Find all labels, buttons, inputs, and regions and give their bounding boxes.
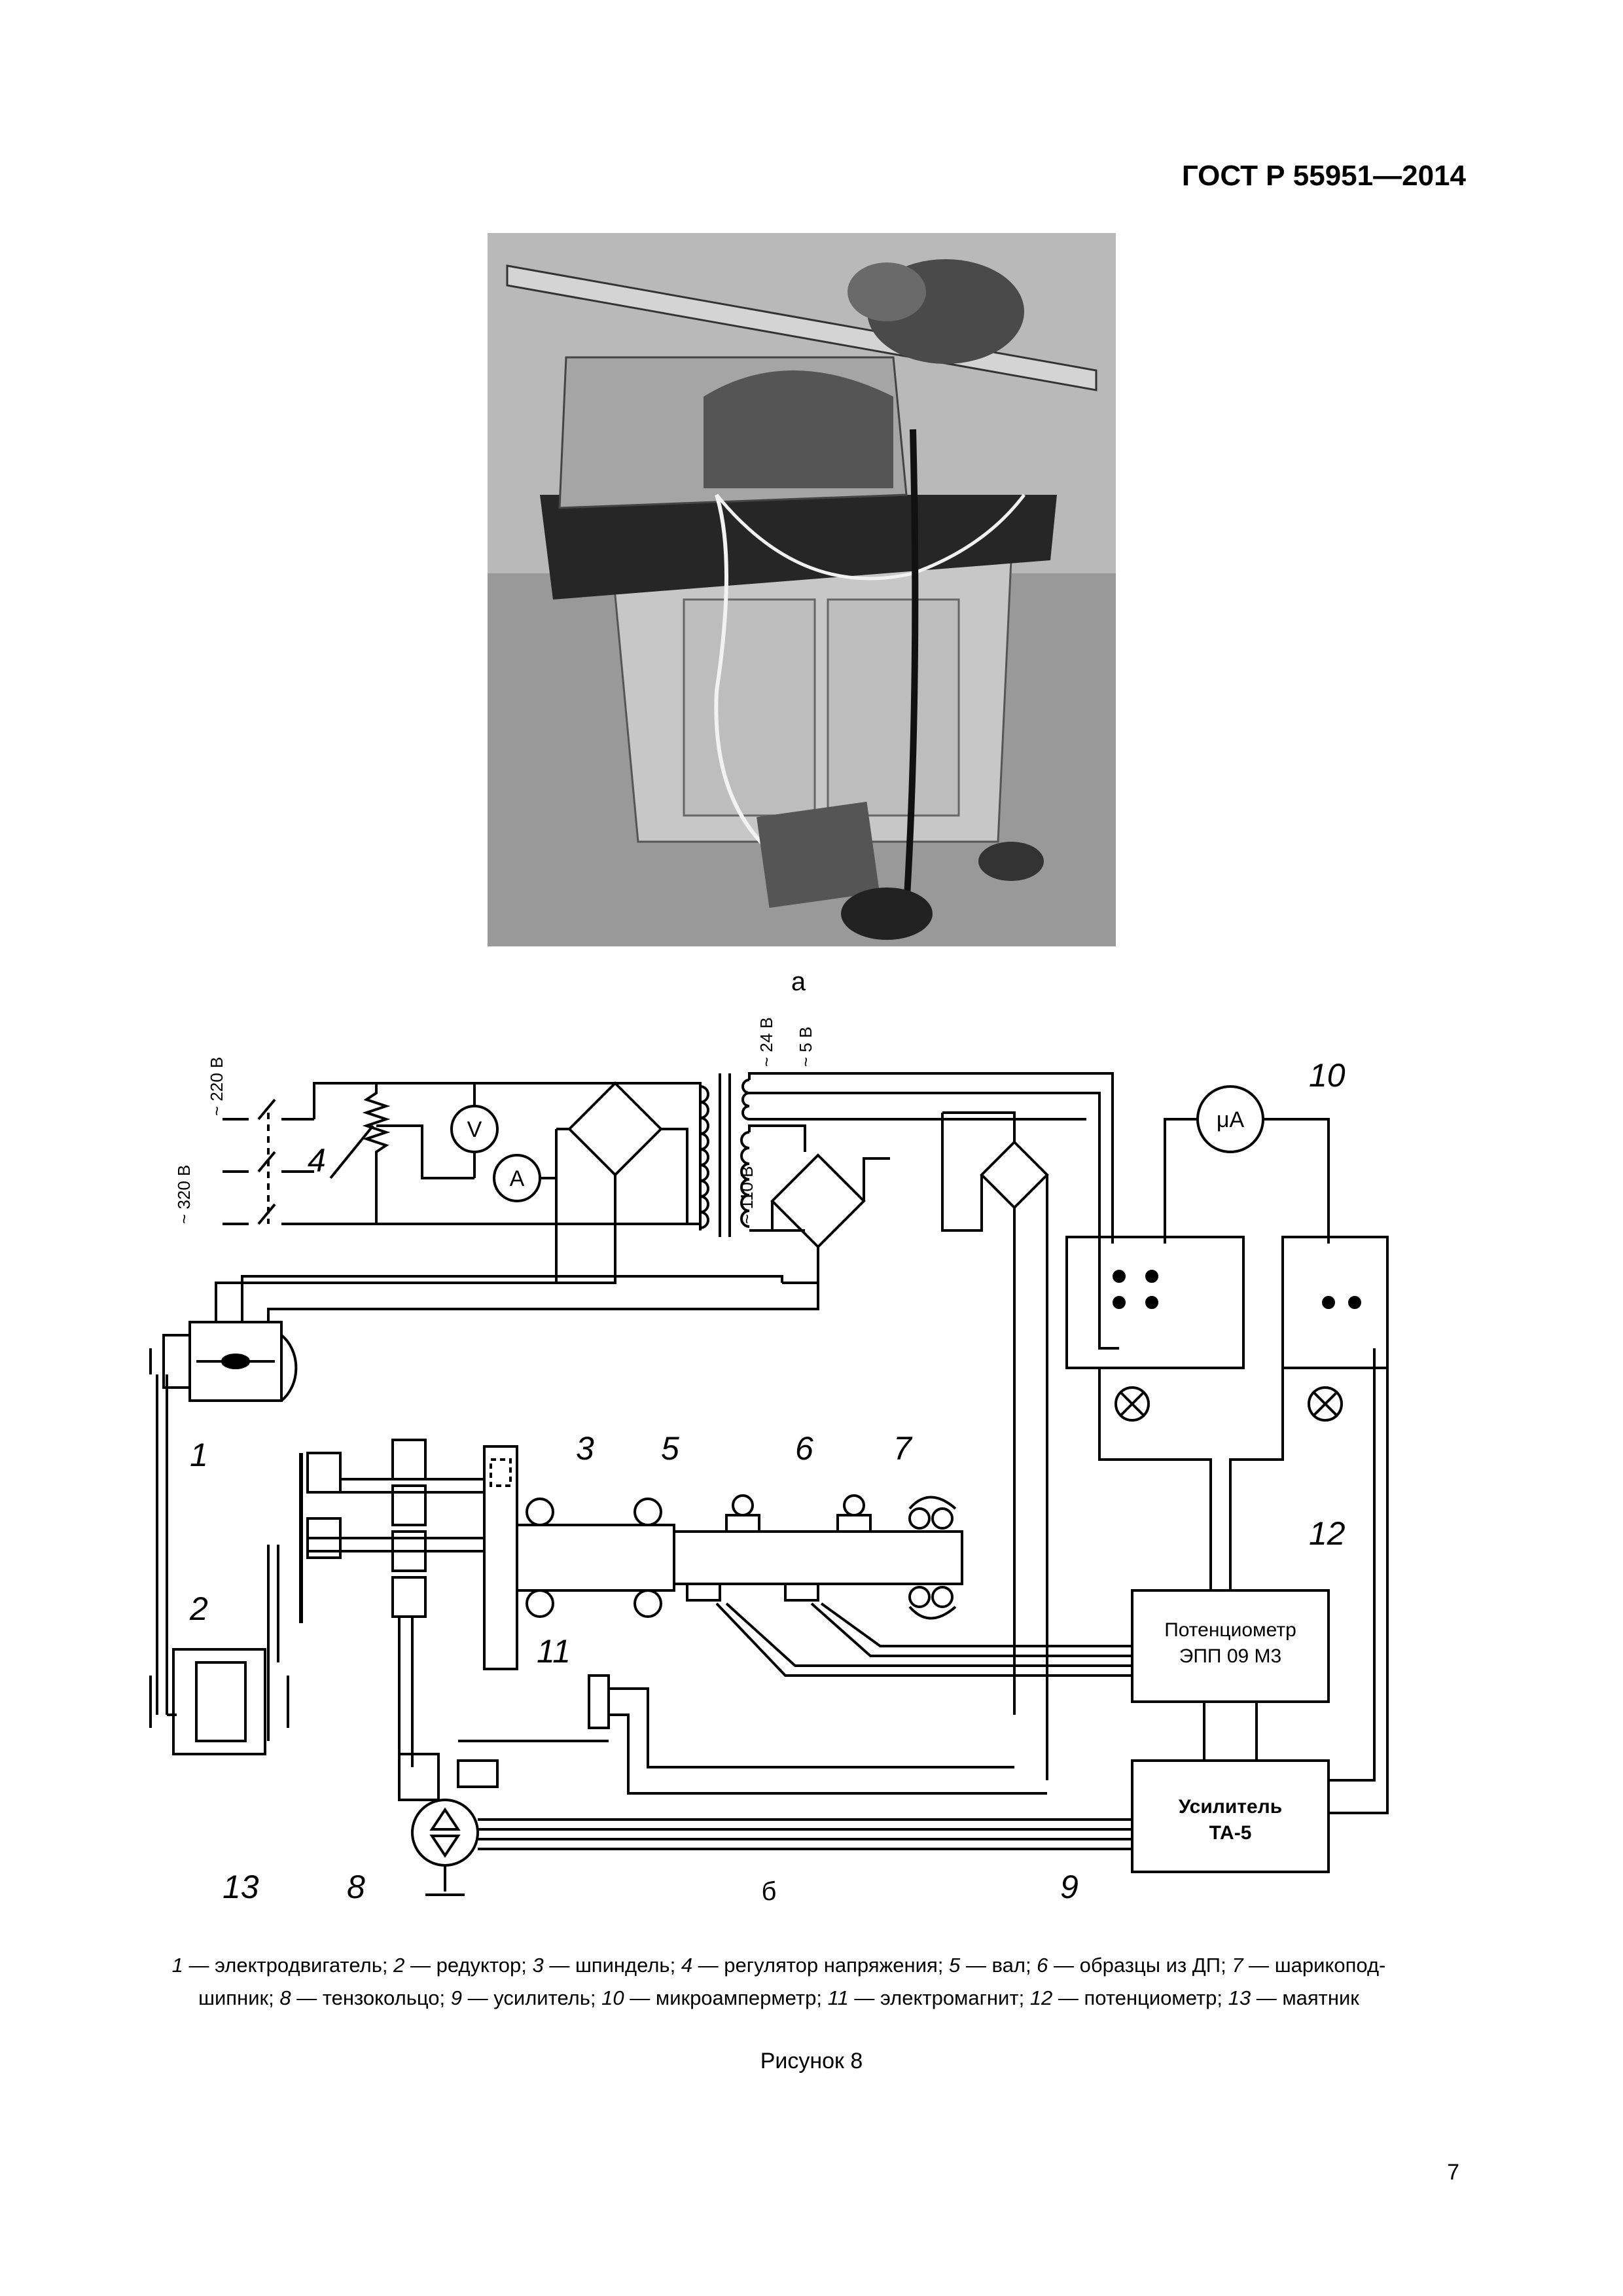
page-number: 7 xyxy=(1447,2160,1459,2185)
callout-4: 4 xyxy=(308,1142,326,1179)
v5-label: ~ 5 В xyxy=(796,1027,815,1067)
legend-item-6: 6 — образцы из ДП; xyxy=(1037,1954,1232,1977)
legend-item-10: 10 — микроамперметр; xyxy=(601,1986,828,2009)
legend-item-13: 13 — маятник xyxy=(1228,1986,1359,2009)
legend-item-3: 3 — шпиндель; xyxy=(532,1954,681,1977)
legend-item-2: 2 — редуктор; xyxy=(393,1954,533,1977)
callout-2: 2 xyxy=(189,1590,208,1627)
ammeter-label: А xyxy=(510,1166,525,1191)
amplifier-line1: Усилитель xyxy=(1179,1796,1282,1818)
figure-legend: 1 — электродвигатель; 2 — редуктор; 3 — … xyxy=(111,1949,1446,2015)
legend-item-8: 8 — тензокольцо; xyxy=(279,1986,451,2009)
callout-7: 7 xyxy=(893,1430,913,1467)
legend-item-12: 12 — потенциометр; xyxy=(1029,1986,1228,2009)
v220-label: ~ 220 В xyxy=(207,1057,226,1116)
figure-label-a: а xyxy=(791,967,806,996)
callout-11: 11 xyxy=(537,1633,571,1670)
figure-caption: Рисунок 8 xyxy=(760,2049,863,2073)
callout-8: 8 xyxy=(347,1869,365,1905)
callout-9: 9 xyxy=(1060,1869,1079,1905)
document-header: ГОСТ Р 55951—2014 xyxy=(1181,160,1466,192)
potentiometer-line1: Потенциометр xyxy=(1164,1619,1296,1641)
legend-item-9: 9 — усилитель; xyxy=(450,1986,602,2009)
machine-photo xyxy=(488,233,1116,946)
callout-6: 6 xyxy=(795,1430,813,1467)
callout-5: 5 xyxy=(661,1430,679,1467)
callout-10: 10 xyxy=(1309,1057,1346,1094)
potentiometer-line2: ЭПП 09 М3 xyxy=(1179,1645,1281,1667)
callout-3: 3 xyxy=(576,1430,594,1467)
microammeter-label: μА xyxy=(1217,1107,1245,1132)
callout-13: 13 xyxy=(223,1869,259,1905)
legend-item-7: 7 — шарикопод- xyxy=(1232,1954,1386,1977)
amplifier-line2: ТА-5 xyxy=(1209,1822,1252,1844)
legend-item-11: 11 — электромагнит; xyxy=(827,1986,1030,2009)
callout-1: 1 xyxy=(190,1437,208,1473)
callout-12: 12 xyxy=(1309,1515,1346,1552)
legend-item-4: 4 — регулятор напряжения; xyxy=(681,1954,949,1977)
legend-item-5: 5 — вал; xyxy=(949,1954,1037,1977)
v110-label: ~ 110 В xyxy=(737,1166,757,1224)
legend-item-1: 1 — электродвигатель; xyxy=(171,1954,394,1977)
voltmeter-label: V xyxy=(467,1117,482,1142)
figure-label-b: б xyxy=(761,1877,777,1906)
legend-item-7-cont: шипник; xyxy=(198,1986,280,2009)
v24-label: ~ 24 В xyxy=(757,1017,776,1067)
v320-label: ~ 320 В xyxy=(174,1165,194,1224)
